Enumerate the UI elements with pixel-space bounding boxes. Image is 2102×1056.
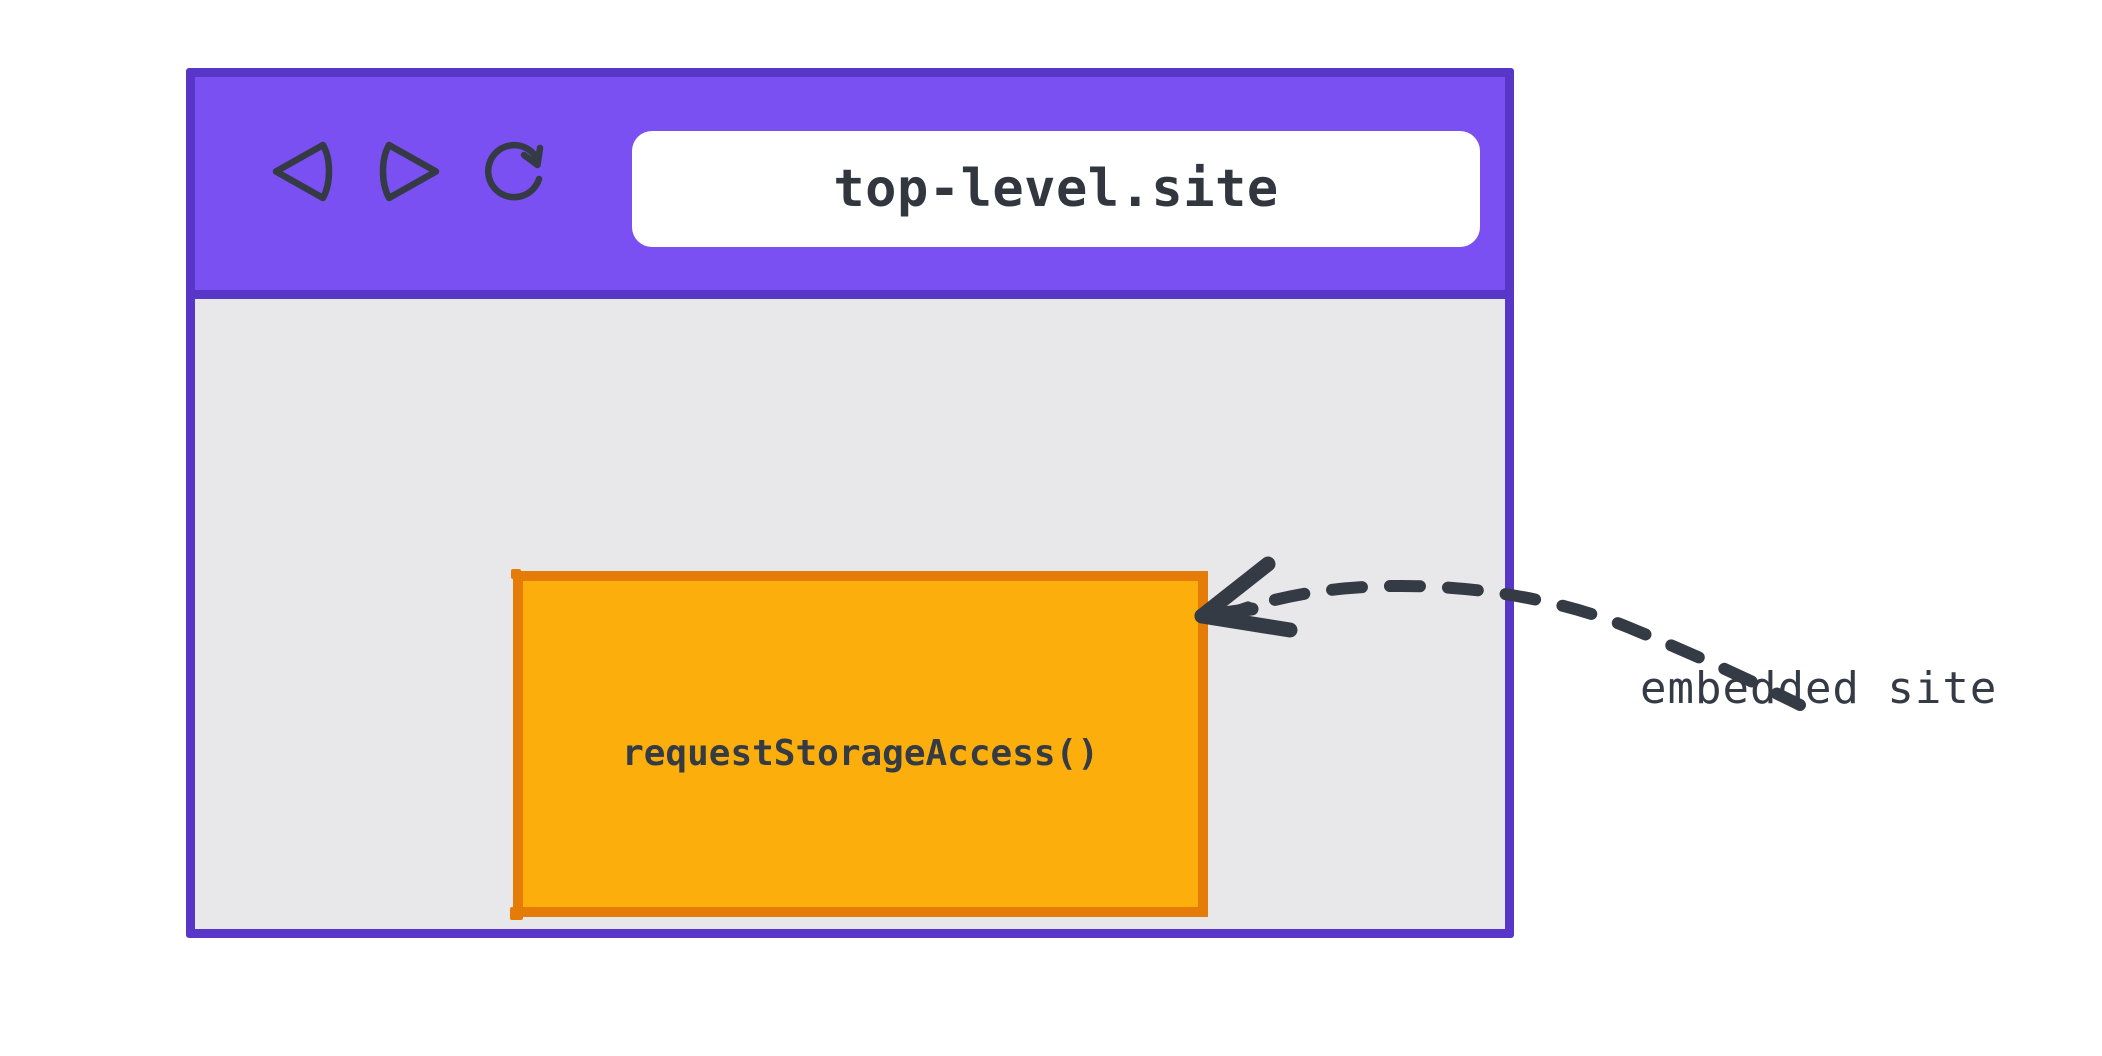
- url-text: top-level.site: [833, 159, 1279, 219]
- embedded-site-frame[interactable]: requestStorageAccess(): [510, 569, 1208, 920]
- url-bar[interactable]: top-level.site: [632, 131, 1480, 247]
- reload-circular-arrow-icon: [477, 133, 553, 209]
- forward-button[interactable]: [371, 133, 447, 209]
- reload-button[interactable]: [477, 133, 553, 209]
- back-triangle-icon: [265, 133, 341, 209]
- browser-toolbar: top-level.site: [195, 77, 1505, 299]
- back-button[interactable]: [265, 133, 341, 209]
- browser-window: top-level.site requestStorageAccess(): [186, 68, 1514, 938]
- embedded-site-annotation-label: embedded site: [1640, 663, 1998, 714]
- forward-triangle-icon: [371, 133, 447, 209]
- request-storage-access-label: requestStorageAccess(): [622, 733, 1099, 774]
- navigation-controls: [265, 133, 553, 209]
- browser-content-area: requestStorageAccess(): [195, 299, 1505, 929]
